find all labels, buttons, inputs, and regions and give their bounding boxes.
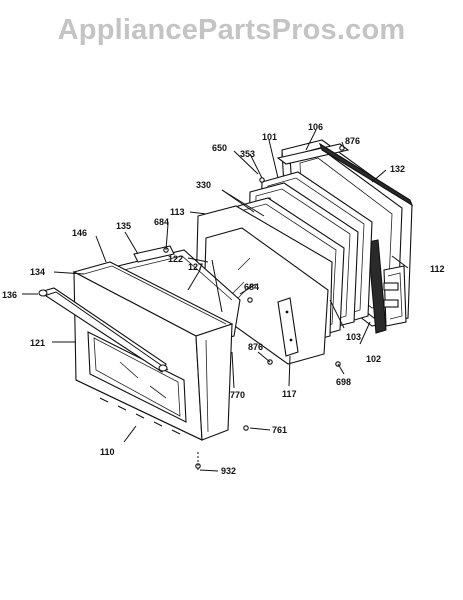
callout-698: 698	[336, 377, 351, 387]
callout-127: 127	[188, 262, 203, 272]
callout-102: 102	[366, 354, 381, 364]
callout-101: 101	[262, 132, 277, 142]
callout-110: 110	[100, 447, 115, 457]
callout-684-top: 684	[154, 217, 169, 227]
watermark: AppliancePartsPros.com	[57, 14, 406, 46]
callout-103: 103	[346, 332, 361, 342]
leader-lines	[22, 129, 409, 472]
callout-876-mid: 876	[248, 342, 263, 352]
callout-330: 330	[196, 180, 211, 190]
callout-684-mid: 684	[244, 282, 259, 292]
door-handle	[38, 287, 169, 373]
callout-106: 106	[308, 122, 323, 132]
callout-113: 113	[170, 207, 185, 217]
callout-876-top: 876	[345, 136, 360, 146]
callout-770: 770	[230, 390, 245, 400]
callout-932: 932	[221, 466, 236, 476]
callout-134: 134	[30, 267, 45, 277]
callout-117: 117	[282, 389, 297, 399]
callout-121: 121	[30, 338, 45, 348]
callout-136: 136	[2, 290, 17, 300]
callout-761: 761	[272, 425, 287, 435]
callout-112: 112	[430, 264, 445, 274]
callout-650: 650	[212, 143, 227, 153]
callout-122: 122	[168, 254, 183, 264]
callout-135: 135	[116, 221, 131, 231]
callout-353: 353	[240, 149, 255, 159]
callout-labels: 106 876 101 650 353 132 330 113 684 135 …	[2, 122, 445, 476]
callout-146: 146	[72, 228, 87, 238]
callout-132: 132	[390, 164, 405, 174]
support-strip	[277, 297, 299, 357]
